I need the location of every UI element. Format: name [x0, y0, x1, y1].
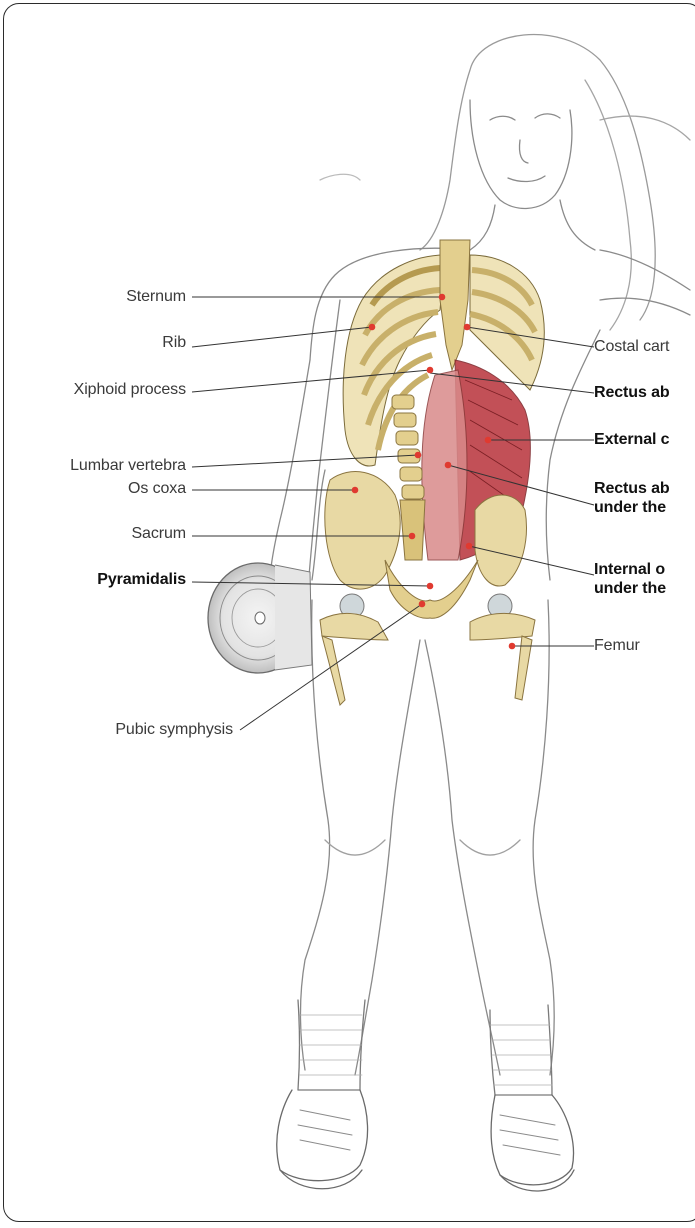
- label-internal-oblique-line2: under the: [594, 579, 666, 598]
- marker-lumbar: [415, 452, 422, 459]
- label-internal-oblique-line1: Internal o: [594, 560, 665, 579]
- marker-rectus2: [445, 462, 452, 469]
- marker-oscoxa: [352, 487, 359, 494]
- marker-xiphoid: [427, 367, 434, 374]
- label-lumbar-vertebra: Lumbar vertebra: [0, 456, 186, 475]
- label-xiphoid-process: Xiphoid process: [0, 380, 186, 399]
- label-pyramidalis: Pyramidalis: [0, 570, 186, 589]
- label-rib: Rib: [0, 333, 186, 352]
- label-sternum: Sternum: [0, 287, 186, 306]
- marker-sacrum: [409, 533, 416, 540]
- marker-pubic: [419, 601, 426, 608]
- marker-pyramidalis: [427, 583, 434, 590]
- leader-lumbar: [192, 455, 418, 467]
- marker-femur: [509, 643, 516, 650]
- marker-costal: [464, 324, 471, 331]
- label-femur: Femur: [594, 636, 640, 655]
- body-outline: [269, 35, 690, 1191]
- marker-external: [485, 437, 492, 444]
- label-costal-cartilage: Costal cart: [594, 337, 669, 356]
- label-sacrum: Sacrum: [0, 524, 186, 543]
- marker-sternum: [439, 294, 446, 301]
- dumbbell: [208, 563, 312, 673]
- label-rectus-under-line1: Rectus ab: [594, 479, 670, 498]
- marker-rib: [369, 324, 376, 331]
- label-pubic-symphysis: Pubic symphysis: [0, 720, 233, 739]
- label-external-oblique: External c: [594, 430, 670, 449]
- spine: [392, 395, 424, 499]
- marker-internal: [466, 543, 473, 550]
- label-os-coxa: Os coxa: [0, 479, 186, 498]
- label-rectus-under-line2: under the: [594, 498, 666, 517]
- label-rectus-abdominis: Rectus ab: [594, 383, 670, 402]
- leader-rib: [192, 327, 372, 347]
